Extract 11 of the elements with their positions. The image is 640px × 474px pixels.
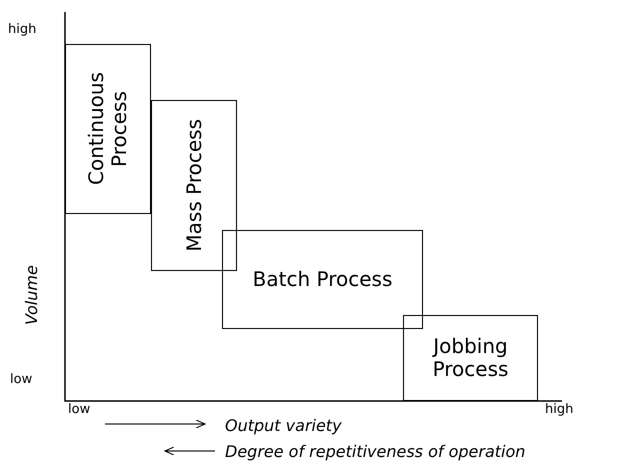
axis-title: Volume [22, 265, 41, 325]
axis-tick-label: low [68, 402, 90, 417]
process-box: Jobbing Process [403, 315, 538, 401]
process-box: Mass Process [151, 100, 237, 271]
axis-title: Degree of repetitiveness of operation [225, 442, 526, 461]
axis-title: Output variety [225, 416, 342, 435]
axis-tick-label: low [10, 372, 32, 387]
process-box: Batch Process [222, 230, 423, 329]
process-box: Continuous Process [65, 44, 151, 214]
axis-tick-label: high [545, 402, 574, 417]
axis-tick-label: high [8, 22, 36, 37]
